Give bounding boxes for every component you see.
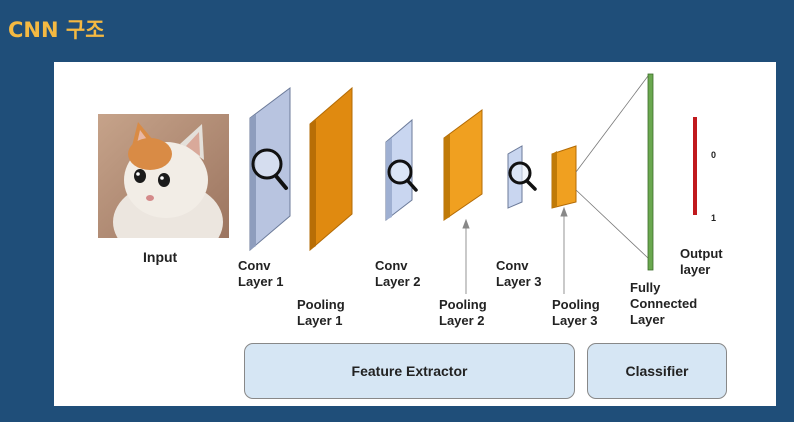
output-layer-label: Output layer xyxy=(680,246,723,277)
output-layer-bar xyxy=(693,117,697,215)
pointer-arrows xyxy=(462,206,568,294)
magnifier-icon-1 xyxy=(251,148,288,190)
feature-extractor-label: Feature Extractor xyxy=(351,363,468,379)
pooling-layer-1-label: Pooling Layer 1 xyxy=(297,297,345,328)
cnn-diagram: Input Conv Layer 1 Pooling Layer 1 Conv … xyxy=(54,62,776,406)
pooling-layer-2 xyxy=(443,109,483,221)
magnifier-icon-2 xyxy=(387,159,418,192)
slide-title: CNN 구조 xyxy=(8,18,105,42)
output-value-0: 0 xyxy=(711,150,717,160)
feature-extractor-box: Feature Extractor xyxy=(244,343,575,399)
conv-layer-3-label: Conv Layer 3 xyxy=(496,258,542,289)
pooling-layer-1 xyxy=(309,86,353,252)
diagram-svg xyxy=(249,73,697,294)
magnifier-icon-3 xyxy=(508,161,537,191)
connection-lines xyxy=(575,75,649,259)
pooling-layer-3 xyxy=(551,145,577,209)
output-value-1: 1 xyxy=(711,213,717,223)
conv-layer-1-label: Conv Layer 1 xyxy=(238,258,284,289)
input-label: Input xyxy=(143,249,178,265)
classifier-label: Classifier xyxy=(625,363,689,379)
conv-layer-2-label: Conv Layer 2 xyxy=(375,258,421,289)
pooling-layer-3-label: Pooling Layer 3 xyxy=(552,297,600,328)
fully-connected-label: Fully Connected Layer xyxy=(630,280,698,327)
classifier-box: Classifier xyxy=(587,343,727,399)
fully-connected-layer xyxy=(647,73,654,271)
pooling-layer-2-label: Pooling Layer 2 xyxy=(439,297,487,328)
input-cat-image xyxy=(98,114,229,238)
